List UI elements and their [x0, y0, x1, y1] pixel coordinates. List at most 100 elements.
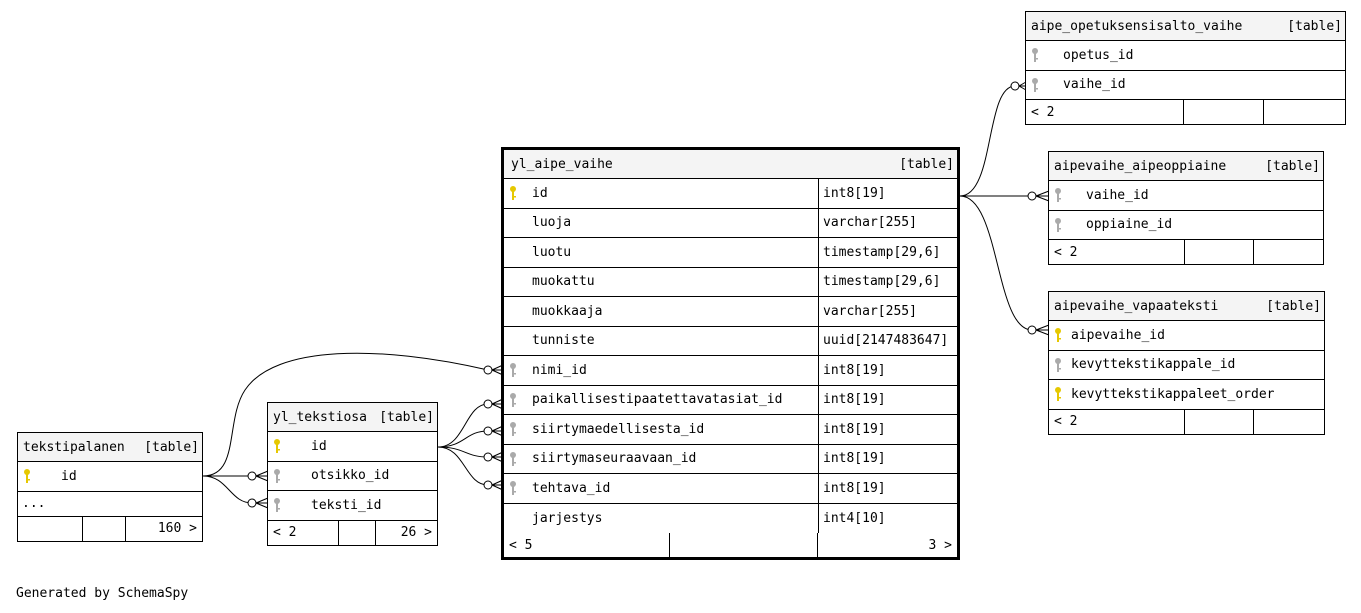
table-aipevaihe-vapaateksti[interactable]: aipevaihe_vapaateksti [table] aipevaihe_… [1048, 291, 1325, 435]
relation-line-siirtymaedellisesta [437, 430, 489, 448]
no-key-spacer [508, 215, 532, 231]
table-tag: [table] [899, 156, 954, 172]
column-type: varchar[255] [818, 208, 957, 237]
column-name: muokkaaja [532, 303, 603, 319]
foreign-key-icon [1053, 217, 1075, 233]
more-columns-ellipsis: ... [22, 496, 46, 511]
column-name: oppiaine_id [1086, 217, 1173, 233]
table-tag: [table] [1265, 158, 1320, 174]
table-name: aipe_opetuksensisalto_vaihe [1031, 18, 1243, 34]
column-row: vaihe_id [1026, 71, 1345, 100]
column-row: luoja varchar[255] [504, 208, 957, 238]
table-name: aipevaihe_aipeoppiaine [1054, 158, 1227, 174]
children-count[interactable]: 160 > [157, 521, 197, 536]
table-yl-tekstiosa[interactable]: yl_tekstiosa [table] id otsikko_id tekst… [267, 402, 438, 546]
relation-line-siirtymaseuraavaan [437, 446, 489, 458]
column-name: vaihe_id [1086, 187, 1149, 203]
column-row: kevyttekstikappaleet_order [1049, 380, 1324, 410]
parents-count[interactable]: < 5 [504, 533, 670, 557]
table-tekstipalanen[interactable]: tekstipalanen [table] id ... 160 > [17, 432, 203, 542]
relation-line-opetuksensisalto [959, 85, 1016, 197]
primary-key-icon [1053, 386, 1071, 402]
column-type: int8[19] [818, 415, 957, 444]
column-name: id [532, 185, 548, 201]
primary-key-icon [22, 468, 44, 484]
table-footer: < 2 [1049, 240, 1323, 264]
column-name: nimi_id [532, 362, 587, 378]
column-type: timestamp[29,6] [818, 267, 957, 296]
foreign-key-icon [1053, 187, 1075, 203]
column-name: muokattu [532, 274, 595, 290]
table-header: tekstipalanen [table] [18, 433, 202, 462]
column-name: otsikko_id [311, 468, 390, 484]
column-row: id int8[19] [504, 179, 957, 209]
foreign-key-icon [508, 421, 532, 437]
column-name: kevyttekstikappaleet_order [1071, 386, 1275, 402]
more-columns-row: ... [18, 492, 202, 517]
table-header: yl_aipe_vaihe [table] [504, 150, 957, 179]
table-yl-aipe-vaihe[interactable]: yl_aipe_vaihe [table] id int8[19] luoja var… [501, 147, 960, 560]
table-name: yl_tekstiosa [273, 409, 367, 425]
table-aipevaihe-aipeoppiaine[interactable]: aipevaihe_aipeoppiaine [table] vaihe_id … [1048, 151, 1324, 265]
column-type: uuid[2147483647] [818, 326, 957, 355]
column-type: timestamp[29,6] [818, 238, 957, 267]
column-row: otsikko_id [268, 462, 437, 491]
table-name: tekstipalanen [23, 439, 125, 455]
table-tag: [table] [1266, 298, 1321, 314]
column-row: aipevaihe_id [1049, 321, 1324, 351]
column-row: oppiaine_id [1049, 211, 1323, 240]
parents-count[interactable]: < 2 [1026, 100, 1184, 124]
column-type: int8[19] [818, 474, 957, 503]
table-tag: [table] [144, 439, 199, 455]
relation-line-vapaateksti [959, 195, 1033, 331]
column-name: luotu [532, 244, 572, 260]
foreign-key-icon [508, 451, 532, 467]
relation-line-paikallisesti [437, 403, 489, 448]
column-type: int8[19] [818, 179, 957, 208]
column-name: aipevaihe_id [1071, 327, 1165, 343]
foreign-key-icon [272, 468, 294, 484]
parents-count[interactable]: < 2 [1049, 409, 1185, 434]
foreign-key-icon [1030, 47, 1052, 63]
no-key-spacer [508, 510, 532, 526]
table-name: aipevaihe_vapaateksti [1054, 298, 1219, 314]
no-key-spacer [508, 303, 532, 319]
foreign-key-icon [1030, 77, 1052, 93]
primary-key-icon [1053, 327, 1071, 343]
table-header: aipevaihe_vapaateksti [table] [1049, 292, 1324, 321]
parents-count[interactable]: < 2 [1049, 240, 1185, 264]
column-name: luoja [532, 215, 572, 231]
column-row: id [18, 462, 202, 492]
column-row: teksti_id [268, 491, 437, 521]
table-footer: < 2 [1026, 100, 1345, 124]
column-row: muokkaaja varchar[255] [504, 297, 957, 327]
no-key-spacer [508, 333, 532, 349]
column-row: vaihe_id [1049, 181, 1323, 211]
children-count[interactable]: 3 > [928, 537, 952, 553]
column-row: kevyttekstikappale_id [1049, 351, 1324, 380]
no-key-spacer [508, 244, 532, 260]
children-count[interactable]: 26 > [400, 525, 432, 540]
column-row: id [268, 432, 437, 462]
table-header: aipevaihe_aipeoppiaine [table] [1049, 152, 1323, 181]
relation-line-tehtava [437, 446, 489, 486]
primary-key-icon [508, 185, 532, 201]
column-name: kevyttekstikappale_id [1071, 357, 1236, 373]
relation-line-teksti [202, 475, 253, 504]
foreign-key-icon [1053, 357, 1071, 373]
column-type: int8[19] [818, 444, 957, 473]
table-tag: [table] [379, 409, 434, 425]
table-aipe-opetuksensisalto-vaihe[interactable]: aipe_opetuksensisalto_vaihe [table] opet… [1025, 11, 1346, 125]
column-name: id [311, 438, 327, 454]
column-type: varchar[255] [818, 297, 957, 326]
column-name: siirtymaedellisesta_id [532, 421, 705, 437]
table-footer: 160 > [18, 516, 202, 541]
column-name: vaihe_id [1063, 77, 1126, 93]
foreign-key-icon [508, 480, 532, 496]
table-tag: [table] [1287, 18, 1342, 34]
column-row: opetus_id [1026, 41, 1345, 71]
parents-count[interactable]: < 2 [268, 520, 339, 545]
